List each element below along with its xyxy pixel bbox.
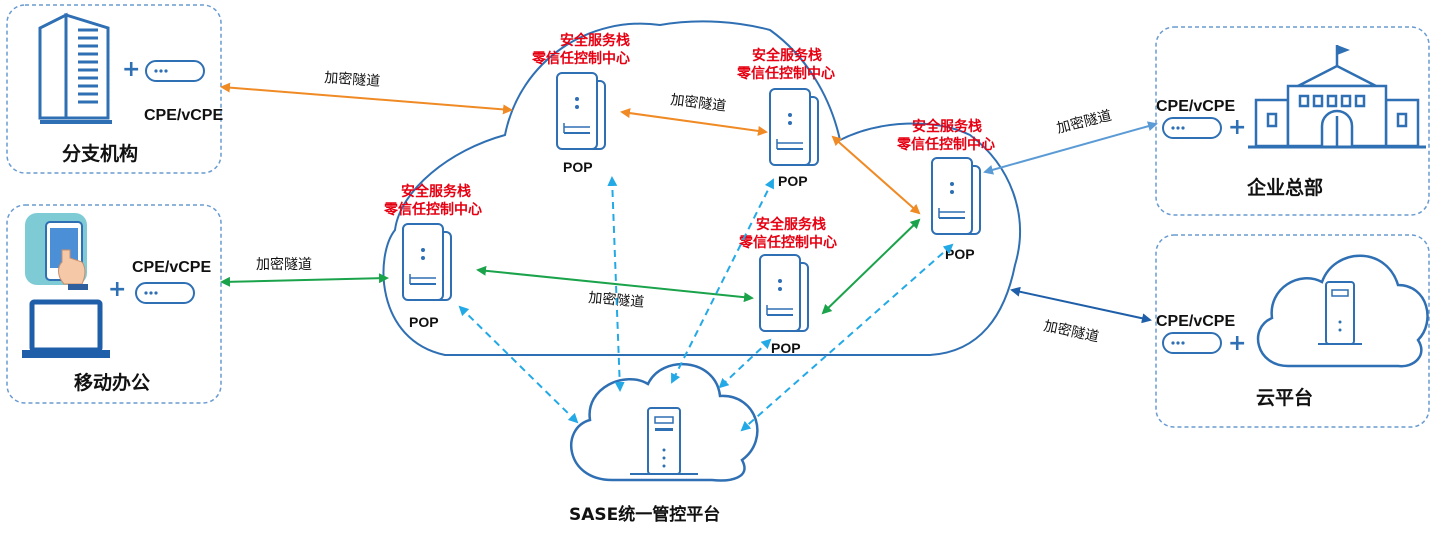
headquarters-building-icon xyxy=(1248,45,1426,149)
cloud-cpe-label: CPE/vCPE xyxy=(1156,313,1235,330)
pop1-stack-label: 安全服务栈 xyxy=(560,32,630,49)
hq-cpe-label: CPE/vCPE xyxy=(1156,98,1235,115)
pop-network-cloud xyxy=(382,20,1021,356)
pop1-pop2-tunnel-arrow xyxy=(620,108,768,136)
mobile-cpe-icon xyxy=(135,282,195,304)
mobile-site-box xyxy=(6,204,222,404)
tablet-touch-icon xyxy=(25,213,88,290)
pop3-server-icon xyxy=(931,157,981,235)
hq-plus-sign: + xyxy=(1228,115,1246,140)
branch-cpe-icon xyxy=(145,60,205,82)
pop4-server-icon xyxy=(402,223,452,301)
pop5-platform-mgmt-arrow xyxy=(718,338,772,389)
pop1-pop2-tunnel-label: 加密隧道 xyxy=(670,91,728,115)
pop4-platform-mgmt-arrow xyxy=(458,305,579,424)
pop3-stack-label: 安全服务栈 xyxy=(912,118,982,135)
pop2-pop3-tunnel-arrow xyxy=(831,135,921,215)
pop5-ztna-label: 零信任控制中心 xyxy=(738,234,837,251)
pop2-ztna-label: 零信任控制中心 xyxy=(736,65,835,82)
branch-plus-sign: + xyxy=(122,57,140,82)
pop5-pop3-tunnel-arrow xyxy=(821,218,921,315)
cloud-plus-sign: + xyxy=(1228,331,1246,356)
pop2-server-icon xyxy=(769,88,819,166)
pop5-server-icon xyxy=(759,254,809,332)
cloud-site-tunnel-arrow xyxy=(1010,286,1152,324)
branch-pop1-tunnel-arrow xyxy=(220,82,513,115)
mobile-site-label: 移动办公 xyxy=(74,371,150,394)
cloud-site-label: 云平台 xyxy=(1256,386,1313,409)
hq-tunnel-label: 加密隧道 xyxy=(1055,107,1113,137)
branch-site-label: 分支机构 xyxy=(62,142,138,165)
pop1-ztna-label: 零信任控制中心 xyxy=(531,50,630,67)
cloud-cpe-icon xyxy=(1162,332,1222,354)
mobile-cpe-label: CPE/vCPE xyxy=(132,259,211,276)
pop4-label: POP xyxy=(409,314,439,330)
cloud-site-box xyxy=(1155,234,1430,428)
branch-site-box xyxy=(6,4,222,174)
mobile-plus-sign: + xyxy=(108,277,126,302)
pop2-stack-label: 安全服务栈 xyxy=(752,47,822,64)
office-building-icon xyxy=(38,12,112,124)
pop1-server-icon xyxy=(556,72,606,150)
pop3-hq-tunnel-arrow xyxy=(983,121,1158,175)
hq-cpe-icon xyxy=(1162,117,1222,139)
laptop-icon xyxy=(22,299,110,358)
mobile-tunnel-label: 加密隧道 xyxy=(256,256,312,273)
pop2-platform-mgmt-arrow xyxy=(671,178,774,384)
pop4-ztna-label: 零信任控制中心 xyxy=(383,201,482,218)
pop4-stack-label: 安全服务栈 xyxy=(401,183,471,200)
pop5-stack-label: 安全服务栈 xyxy=(756,216,826,233)
cloud-server-icon xyxy=(1256,254,1429,368)
pop3-platform-mgmt-arrow xyxy=(740,243,954,432)
sase-platform-label: SASE统一管控平台 xyxy=(569,504,720,525)
hq-site-box xyxy=(1155,26,1430,216)
sase-platform-cloud-icon xyxy=(569,362,759,482)
branch-tunnel-label: 加密隧道 xyxy=(324,69,381,90)
pop2-label: POP xyxy=(778,173,808,189)
branch-cpe-label: CPE/vCPE xyxy=(144,107,223,124)
mobile-pop4-tunnel-arrow xyxy=(220,273,389,287)
pop3-ztna-label: 零信任控制中心 xyxy=(896,136,995,153)
pop5-label: POP xyxy=(771,340,801,356)
hq-site-label: 企业总部 xyxy=(1246,176,1323,199)
pop1-label: POP xyxy=(563,159,593,175)
cloud-tunnel-label: 加密隧道 xyxy=(1042,317,1100,345)
